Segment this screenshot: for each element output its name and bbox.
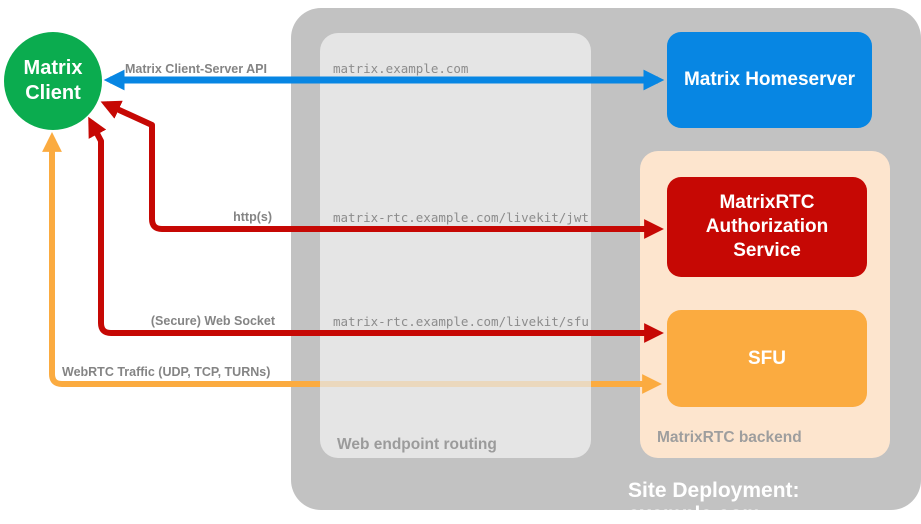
site-deployment-label: Site Deployment: example.com [628,479,800,524]
livekit-sfu-endpoint-url: matrix-rtc.example.com/livekit/sfu [333,314,589,329]
secure-web-socket-label: (Secure) Web Socket [150,314,275,328]
web-endpoint-routing-label: Web endpoint routing [337,436,497,453]
matrix-homeserver-node: Matrix Homeserver [667,32,872,128]
client-server-api-label: Matrix Client-Server API [125,62,267,76]
matrixrtc-backend-label: MatrixRTC backend [657,429,802,446]
matrixrtc-authorization-service-node: MatrixRTC Authorization Service [667,177,867,277]
sfu-node: SFU [667,310,867,407]
matrix-endpoint-url: matrix.example.com [333,61,469,76]
livekit-jwt-endpoint-url: matrix-rtc.example.com/livekit/jwt [333,210,589,225]
webrtc-traffic-label: WebRTC Traffic (UDP, TCP, TURNs) [62,365,271,379]
https-label: http(s) [233,210,272,224]
matrix-client-node: Matrix Client [4,32,102,130]
client-sfu-webrtc-arrow [42,132,320,387]
web-endpoint-routing-group [320,33,591,458]
